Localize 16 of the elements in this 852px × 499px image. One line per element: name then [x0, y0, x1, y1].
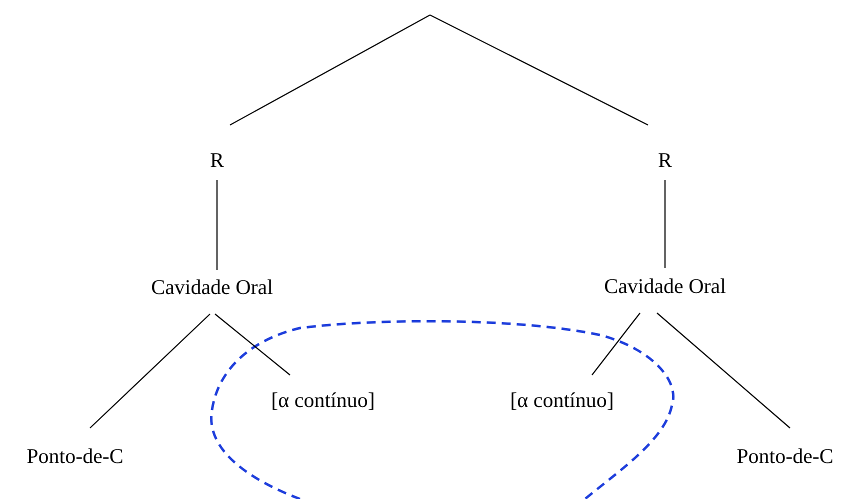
tree-branch [592, 312, 640, 376]
tree-branch [90, 314, 210, 428]
tree-branch [214, 314, 290, 376]
node-label: [α contínuo] [271, 388, 375, 412]
node-label: Ponto-de-C [736, 444, 834, 468]
tree-branch [216, 180, 218, 270]
node-label: Cavidade Oral [604, 274, 726, 298]
node-label: Cavidade Oral [151, 275, 273, 299]
node-label: R [658, 148, 672, 172]
tree-branch [656, 312, 790, 428]
node-label: [α contínuo] [510, 388, 614, 412]
node-label: R [210, 148, 224, 172]
tree-branch [230, 14, 430, 126]
tree-branch [664, 180, 666, 268]
node-label: Ponto-de-C [26, 444, 124, 468]
tree-branch [430, 14, 648, 126]
